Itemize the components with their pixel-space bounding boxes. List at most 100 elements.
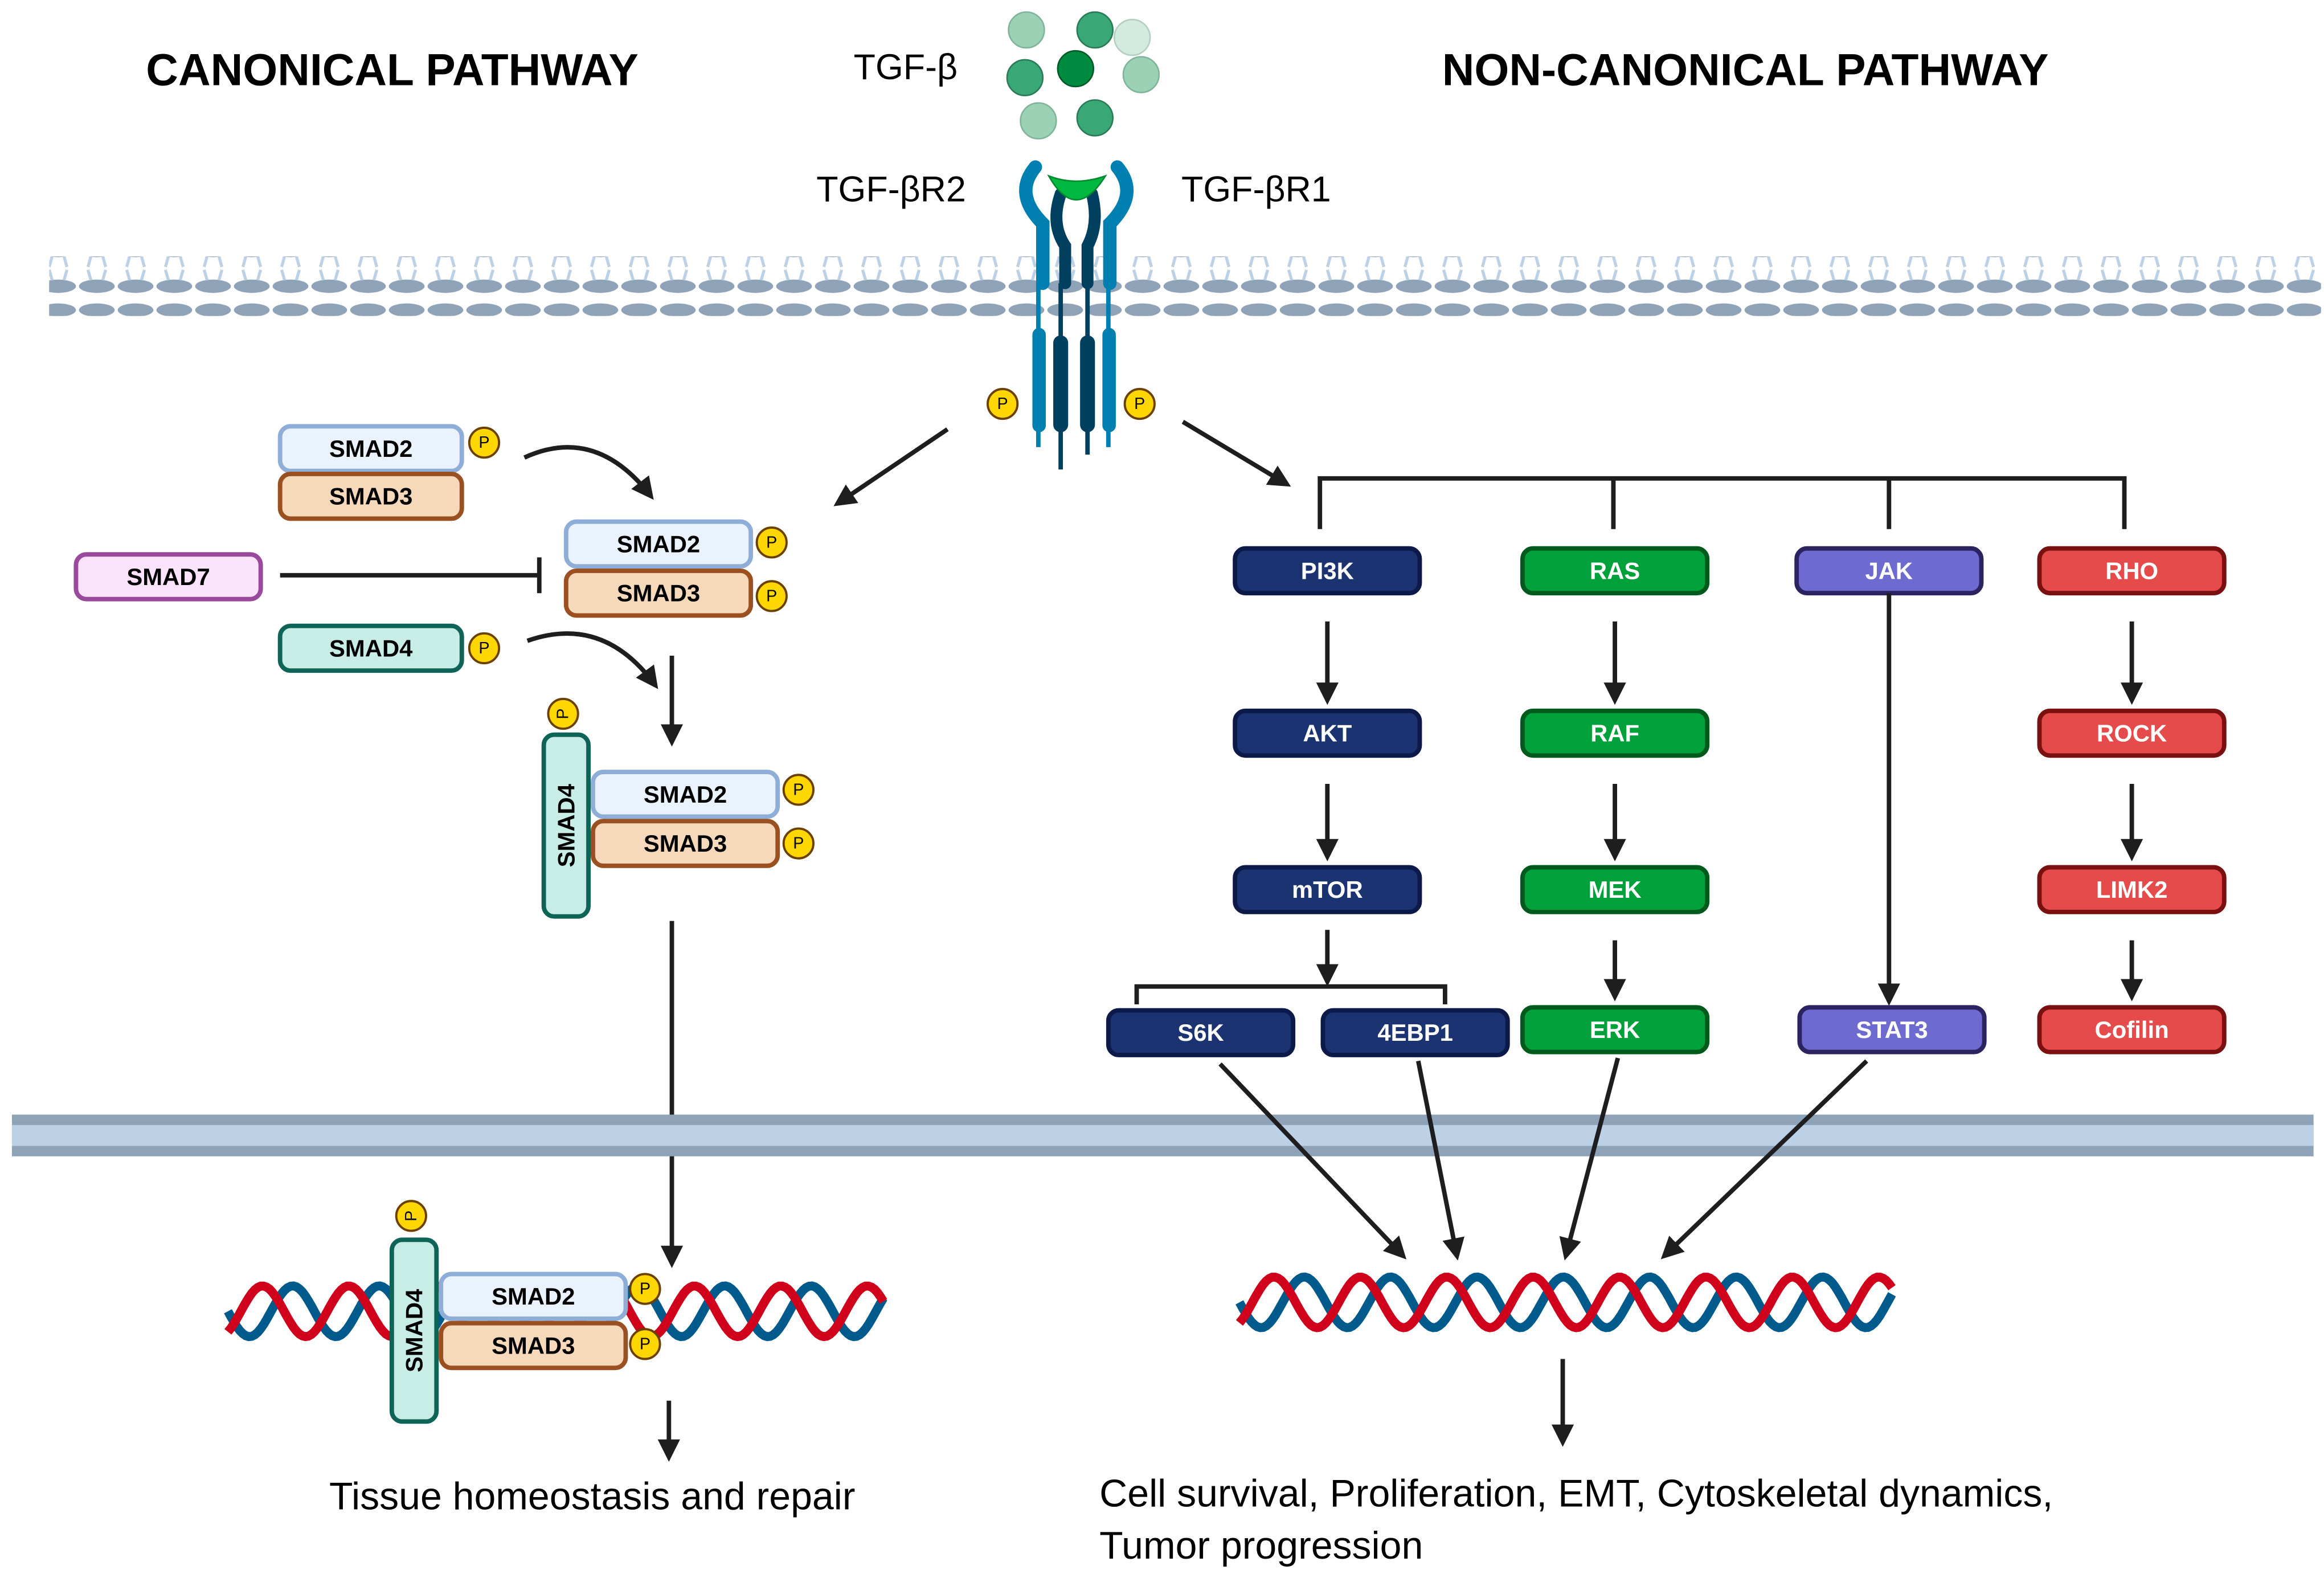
node-ras: RAS: [1520, 546, 1710, 596]
active-smad2-smad3-complex: SMAD2 SMAD3: [563, 519, 754, 618]
rho-node-label: Cofilin: [2095, 1016, 2169, 1043]
arrow-to-canonical: [833, 427, 949, 506]
phosphate-icon: P: [468, 426, 501, 459]
node-erk: ERK: [1520, 1005, 1710, 1054]
phosphate-label: P: [793, 780, 804, 799]
smad4-box: [277, 623, 464, 673]
smad3-label: SMAD3: [492, 1332, 575, 1359]
smad3-box: [563, 569, 754, 618]
phosphate-icon: P: [1123, 387, 1156, 420]
phosphate-label: P: [640, 1335, 650, 1353]
branch-connector: [1318, 476, 2127, 529]
non-canonical-outcome-line1: Cell survival, Proliferation, EMT, Cytos…: [1099, 1471, 2053, 1515]
smad2-box: [591, 770, 780, 819]
arrow-to-non-canonical: [1181, 420, 1291, 487]
phosphate-label: P: [554, 708, 572, 719]
ligand-label: TGF-β: [854, 47, 958, 87]
node-mtor: mTOR: [1233, 865, 1422, 914]
node-akt: AKT: [1233, 708, 1422, 758]
canonical-title: CANONICAL PATHWAY: [146, 44, 638, 95]
node-raf: RAF: [1520, 708, 1710, 758]
phosphate-icon: P: [987, 387, 1019, 420]
phosphate-label: P: [1134, 395, 1145, 413]
node-4ebp1: 4EBP1: [1320, 1008, 1510, 1057]
arrow-s6k-to-dna: [1218, 1062, 1407, 1260]
canonical-outcome: Tissue homeostasis and repair: [329, 1475, 855, 1518]
smad3-box: [277, 472, 464, 521]
smad3-label: SMAD3: [617, 580, 700, 607]
smad4-label: SMAD4: [553, 783, 579, 867]
receptor-r1-label: TGF-βR1: [1181, 169, 1331, 209]
smad-trimer-complex: SMAD4 SMAD2 SMAD3: [541, 732, 780, 919]
smad7-box: [73, 552, 263, 602]
cell-membrane: [49, 256, 2321, 316]
arrow-erk-to-dna: [1559, 1057, 1621, 1261]
node-mek: MEK: [1520, 865, 1710, 914]
smad2-label: SMAD2: [329, 435, 412, 462]
arrow-4ebp1-to-dna: [1415, 1060, 1464, 1261]
smad2-box: [439, 1272, 628, 1321]
nuclear-membrane: [11, 1114, 2314, 1156]
smad2-box: [277, 424, 464, 473]
smad2-label: SMAD2: [644, 781, 727, 808]
rho-node-label: LIMK2: [2096, 876, 2168, 903]
arrow-smad4-join: [526, 631, 658, 689]
phosphate-icon: P: [395, 1200, 427, 1232]
phosphate-label: P: [478, 434, 489, 452]
phosphate-icon: P: [547, 697, 579, 730]
phosphate-icon: P: [629, 1328, 661, 1360]
phosphate-icon: P: [755, 526, 788, 559]
phosphate-label: P: [793, 835, 804, 853]
node-s6k: S6K: [1106, 1008, 1296, 1057]
inactive-smad2-smad3-complex: SMAD2 SMAD3: [277, 424, 464, 521]
non-canonical-title: NON-CANONICAL PATHWAY: [1442, 44, 2049, 95]
pi3k-node-label: mTOR: [1292, 876, 1363, 903]
phosphate-icon: P: [782, 827, 815, 860]
node-jak: JAK: [1794, 546, 1984, 596]
node-cofilin: Cofilin: [2037, 1005, 2227, 1054]
phosphate-label: P: [478, 639, 489, 657]
receptor-r2-label: TGF-βR2: [816, 169, 966, 209]
dna-strand: [1235, 1273, 1896, 1332]
pi3k-node-label: AKT: [1303, 720, 1352, 747]
nuclear-smad-complex: SMAD4 SMAD2 SMAD3: [389, 1237, 628, 1424]
pi3k-node-label: S6K: [1177, 1019, 1224, 1046]
phosphate-label: P: [997, 395, 1008, 413]
phosphate-label: P: [766, 533, 777, 551]
smad7-label: SMAD7: [126, 563, 210, 590]
phosphate-icon: P: [755, 580, 788, 612]
ligand-molecules-icon: [1006, 11, 1160, 140]
ras-node-label: ERK: [1590, 1016, 1640, 1043]
ras-node-label: RAF: [1590, 720, 1639, 747]
jak-node-label: JAK: [1865, 557, 1913, 584]
phosphate-icon: P: [468, 632, 501, 665]
smad3-box: [591, 819, 780, 868]
smad4-box: [389, 1237, 439, 1424]
jak-node-label: STAT3: [1856, 1016, 1928, 1043]
smad4-label: SMAD4: [329, 635, 413, 661]
arrow-stat3-to-dna: [1660, 1059, 1868, 1260]
phosphate-label: P: [640, 1280, 650, 1298]
receptor-complex-icon: [1019, 160, 1134, 470]
dna-strand: [1235, 1272, 1896, 1332]
rho-node-label: RHO: [2105, 557, 2158, 584]
phosphate-label: P: [402, 1211, 420, 1221]
node-rock: ROCK: [2037, 708, 2227, 758]
phosphate-icon: P: [629, 1273, 661, 1305]
pi3k-node-label: PI3K: [1301, 557, 1354, 584]
arrow-smad23-activation: [523, 445, 654, 500]
pi3k-node-label: 4EBP1: [1377, 1019, 1453, 1046]
smad2-label: SMAD2: [492, 1283, 575, 1310]
ras-node-label: RAS: [1590, 557, 1640, 584]
dna-helix-non-canonical: [1235, 1272, 1896, 1332]
mtor-split-connector: [1134, 984, 1447, 1005]
smad3-box: [439, 1321, 628, 1371]
smad2-box: [563, 519, 754, 569]
node-stat3: STAT3: [1797, 1005, 1987, 1054]
rho-node-label: ROCK: [2097, 720, 2167, 747]
smad4-box: [541, 732, 591, 919]
node-rho: RHO: [2037, 546, 2227, 596]
smad3-label: SMAD3: [329, 483, 412, 510]
phosphate-label: P: [766, 587, 777, 605]
